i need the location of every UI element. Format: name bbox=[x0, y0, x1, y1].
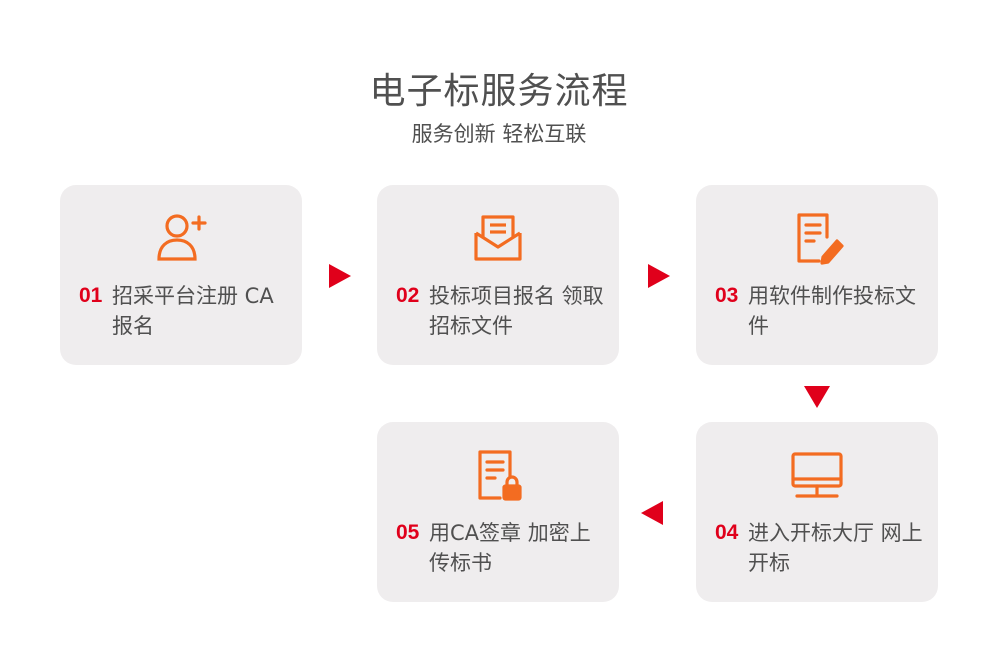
step-card-03: 03 用软件制作投标文件 bbox=[696, 185, 938, 365]
arrow-right-icon bbox=[648, 264, 670, 288]
step-card-05: 05 用CA签章 加密上传标书 bbox=[377, 422, 619, 602]
locked-document-icon bbox=[470, 448, 526, 502]
step-label: 招采平台注册 CA 报名 bbox=[112, 284, 274, 338]
step-card-04: 04 进入开标大厅 网上开标 bbox=[696, 422, 938, 602]
page-subtitle: 服务创新 轻松互联 bbox=[411, 122, 587, 146]
step-number: 05 bbox=[396, 521, 420, 544]
arrow-left-icon bbox=[641, 501, 663, 525]
step-label: 用CA签章 加密上传标书 bbox=[429, 521, 591, 575]
step-number: 04 bbox=[715, 521, 739, 544]
step-label: 投标项目报名 领取招标文件 bbox=[429, 284, 604, 338]
user-add-icon bbox=[153, 211, 209, 265]
step-number: 03 bbox=[715, 284, 739, 307]
step-number: 01 bbox=[79, 284, 103, 307]
step-label: 用软件制作投标文件 bbox=[748, 284, 916, 338]
step-card-02: 02 投标项目报名 领取招标文件 bbox=[377, 185, 619, 365]
arrow-down-icon bbox=[804, 386, 830, 408]
page-title: 电子标服务流程 bbox=[369, 71, 629, 112]
envelope-icon bbox=[470, 211, 526, 265]
edit-document-icon bbox=[789, 211, 845, 265]
arrow-right-icon bbox=[329, 264, 351, 288]
monitor-icon bbox=[789, 448, 845, 502]
step-number: 02 bbox=[396, 284, 420, 307]
step-card-01: 01 招采平台注册 CA 报名 bbox=[60, 185, 302, 365]
step-label: 进入开标大厅 网上开标 bbox=[748, 521, 923, 575]
